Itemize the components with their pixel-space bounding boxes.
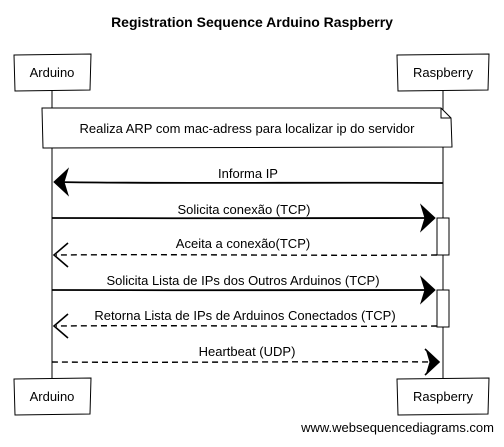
message-label: Aceita a conexão(TCP) (176, 236, 310, 251)
participant-label: Arduino (30, 65, 75, 80)
participant-label: Raspberry (413, 389, 473, 404)
message-arrow: Informa IP (53, 166, 444, 197)
message-arrow: Aceita a conexão(TCP) (52, 236, 438, 268)
message-label: Retorna Lista de IPs de Arduinos Conecta… (94, 308, 395, 323)
note-text: Realiza ARP com mac-adress para localiza… (79, 121, 415, 136)
message-label: Solicita conexão (TCP) (178, 202, 311, 217)
message-arrow: Solicita conexão (TCP) (51, 202, 436, 233)
message-label: Solicita Lista de IPs dos Outros Arduino… (106, 273, 379, 288)
participant-raspberry-top: Raspberry (396, 53, 490, 92)
message-arrow: Solicita Lista de IPs dos Outros Arduino… (51, 273, 436, 305)
note-box: Realiza ARP com mac-adress para localiza… (41, 107, 453, 149)
participant-label: Raspberry (413, 65, 473, 80)
message-arrow: Heartbeat (UDP) (51, 344, 441, 376)
message-arrow: Retorna Lista de IPs de Arduinos Conecta… (52, 308, 438, 339)
message-label: Informa IP (218, 166, 278, 181)
diagram-title: Registration Sequence Arduino Raspberry (111, 14, 393, 30)
participant-arduino-bottom: Arduino (13, 377, 92, 416)
participant-raspberry-bottom: Raspberry (396, 377, 490, 416)
watermark-link[interactable]: www.websequencediagrams.com (300, 420, 494, 435)
participant-arduino-top: Arduino (13, 53, 92, 92)
message-label: Heartbeat (UDP) (199, 344, 296, 359)
activation-box (436, 217, 450, 256)
participant-label: Arduino (30, 389, 75, 404)
activation-box (436, 289, 450, 328)
